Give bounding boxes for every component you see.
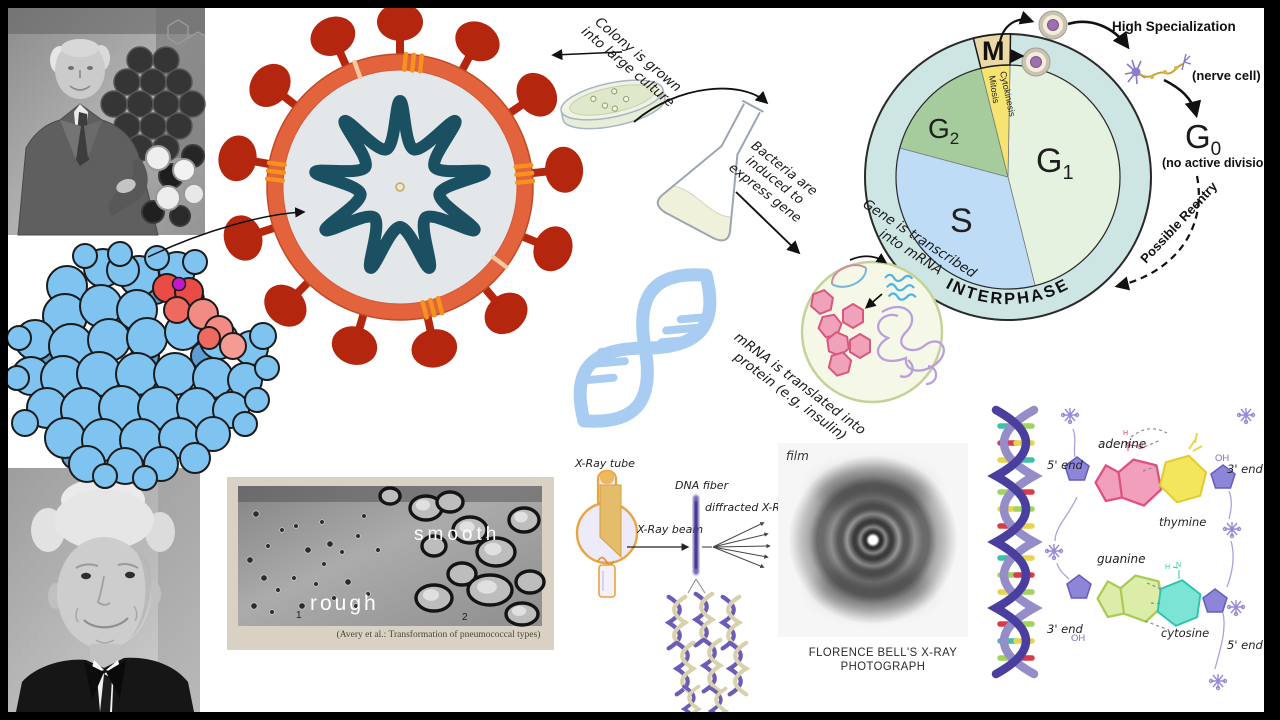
smooth-colonies [378,486,546,627]
xray-film-panel: film [778,443,968,637]
svg-text:N: N [1176,562,1181,569]
xray-beam-label: X-Ray beam [636,523,703,536]
plasmid [830,264,868,288]
thymine-label: thymine [1159,515,1206,529]
m-phase-box [972,33,1012,70]
viral-rna-genome [309,95,491,274]
protein-molecule [4,241,280,491]
xray-tube-label: X-Ray tube [574,457,635,470]
florence-bell-caption: FLORENCE BELL'S X-RAY PHOTOGRAPH [808,645,958,673]
portrait-face [31,478,175,670]
scientist-portrait [8,468,200,712]
dna-helices-cluster [669,594,747,720]
right-bar [1264,0,1280,720]
nerve-cell-icon [1124,53,1192,85]
g2-label: G2 [928,113,959,148]
colony-photo: smooth rough 1 2 [238,486,546,627]
smooth-label: smooth [414,524,501,545]
photo-caption: (Avery et al.: Transformation of pneumoc… [336,630,541,640]
diffracted-xrays-label: diffracted X-Rays [705,501,799,514]
three-prime-top-right: 3' end [1227,462,1263,476]
nerve-cell-label: (nerve cell) [1192,68,1261,83]
five-prime-top-left: 5' end [1047,458,1083,472]
mrna-strands [884,273,917,301]
left-bar [0,0,8,720]
helix-strand-front [987,405,1031,679]
svg-text:H: H [1165,564,1170,571]
membrane-proteins [264,51,536,320]
mitosis-label: Mitosis [987,75,1001,105]
rough-colonies [246,510,381,615]
marker-2: 2 [462,612,468,623]
xray-apparatus-diagram: X-Ray tube X-Ray beam DNA fiber diffract… [574,457,799,720]
hydrogen-bonds [1130,428,1170,631]
scientist-photo-molecular-models [8,8,206,236]
daughter-cell-2 [1021,47,1051,77]
cell-cycle-diagram: M Cytokinesis Mitosis G1 G2 S INTERPHASE… [864,10,1275,321]
adenine-structure [1094,458,1163,507]
backbone-connectors [1054,428,1234,670]
expression-cell-illustration [800,253,945,404]
base-pairing-diagram: H N H H N adenine thymine guanine cytosi… [1044,407,1263,691]
film-label: film [786,449,809,463]
rough-label: rough [310,592,379,615]
helix-strand-back [999,405,1043,679]
marker-1: 1 [296,610,302,621]
svg-text:H: H [1123,430,1128,437]
g0-label: G0 [1185,118,1221,160]
thymine-structure [1156,449,1210,509]
three-prime-bottom-left: 3' end [1047,622,1083,636]
bottom-bar [0,712,1280,720]
svg-text:H: H [1138,444,1143,451]
oh-bottom: OH [1071,633,1085,644]
hexagon-wire-model [167,19,206,45]
m-label: M [982,36,1005,66]
xray-tube-icon [575,469,639,598]
oh-top: OH [1215,453,1229,464]
diffracted-rays [712,522,771,569]
scientist-figure [17,39,167,236]
cytosine-structure [1155,576,1203,630]
cytosine-label: cytosine [1161,626,1209,640]
g1-label: G1 [1036,142,1074,184]
ball-stick-molecule [141,144,205,227]
cytosine-amine: H N [1165,562,1181,579]
cycle-arrows [998,10,1202,291]
rna-center-dot [395,182,405,192]
adenine-amine: H N H [1123,430,1143,451]
dna-helix-icon [573,268,717,428]
daughter-cell-1 [1038,10,1068,40]
top-bar [0,0,1280,8]
svg-text:N: N [1125,441,1130,448]
no-active-division-label: (no active division) [1162,156,1275,170]
s-label: S [950,202,973,240]
active-site-region [152,273,247,360]
dna-fiber-label: DNA fiber [675,479,730,492]
transcription-arrows [849,253,888,309]
protein-tangle [876,305,945,386]
colony-photo-frame: smooth rough 1 2 (Avery et al.: Transfor… [227,477,554,650]
dna-double-helix [987,405,1043,679]
diffraction-pattern [789,456,957,624]
five-prime-bottom-right: 5' end [1227,638,1263,652]
guanine-label: guanine [1097,552,1146,566]
portrait-suit [16,657,194,712]
reentry-dashed-arrow [1114,175,1200,291]
adenine-label: adenine [1098,437,1146,451]
high-specialization-label: High Specialization [1112,19,1236,34]
guanine-structure [1096,574,1165,623]
